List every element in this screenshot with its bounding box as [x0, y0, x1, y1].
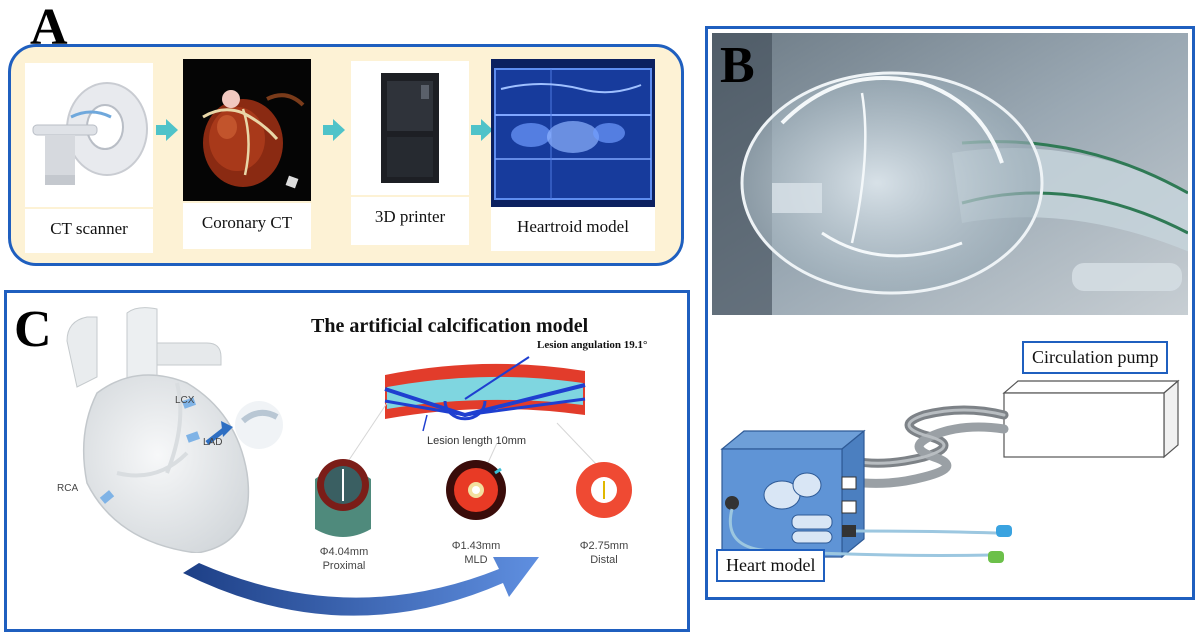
- coronary-ct-label: Coronary CT: [183, 203, 311, 249]
- panel-letter-b: B: [720, 37, 755, 94]
- proximal-position: Proximal: [322, 560, 366, 572]
- heartroid-model-image: [491, 59, 655, 207]
- vessel-label-lad: LAD: [203, 437, 223, 448]
- mld-cross-section: [446, 460, 506, 520]
- vessel-label-rca: RCA: [57, 483, 79, 494]
- heart-model-label: Heart model: [716, 549, 826, 582]
- mld-caption: Φ1.43mm MLD: [445, 539, 507, 567]
- arrow-right-icon: [156, 119, 178, 141]
- panel-letter-c: C: [14, 301, 52, 358]
- calcification-title: The artificial calcification model: [311, 315, 589, 337]
- lesion-length-label: Lesion length 10mm: [427, 435, 527, 447]
- ct-scanner-label: CT scanner: [25, 209, 153, 253]
- proximal-caption: Φ4.04mm Proximal: [313, 545, 375, 573]
- curved-arrow-icon: [183, 557, 539, 616]
- ct-scanner-image: [25, 63, 153, 207]
- pump-box: [1003, 392, 1165, 458]
- 3d-printer-image: [351, 61, 469, 195]
- panel-b-circulation: Circulation pump Heart model: [705, 26, 1195, 600]
- arrow-right-icon: [471, 119, 493, 141]
- heartroid-model-label: Heartroid model: [491, 207, 655, 251]
- mld-diameter: Φ1.43mm: [451, 540, 501, 552]
- mld-position: MLD: [464, 554, 488, 566]
- proximal-cross-section: [315, 459, 371, 537]
- arrow-right-icon: [323, 119, 345, 141]
- distal-diameter: Φ2.75mm: [579, 540, 629, 552]
- guide-lines: [346, 403, 598, 466]
- lesion-angulation-label: Lesion angulation 19.1°: [537, 339, 648, 351]
- 3d-printer-label: 3D printer: [351, 197, 469, 245]
- panel-c-calcification: LCX LAD RCA The artificial calcification…: [4, 290, 690, 632]
- circulation-pump-label: Circulation pump: [1022, 341, 1169, 374]
- panel-a-workflow: CT scanner Coronary CT 3D pr: [8, 44, 684, 266]
- heart-model-photo: [712, 33, 1188, 315]
- heart-illustration: [66, 307, 283, 553]
- vessel-label-lcx: LCX: [175, 395, 195, 406]
- distal-caption: Φ2.75mm Distal: [573, 539, 635, 567]
- distal-position: Distal: [590, 554, 618, 566]
- vessel-lesion-diagram: [384, 356, 586, 432]
- distal-cross-section: [576, 462, 632, 518]
- coronary-ct-image: [183, 59, 311, 201]
- proximal-diameter: Φ4.04mm: [319, 546, 369, 558]
